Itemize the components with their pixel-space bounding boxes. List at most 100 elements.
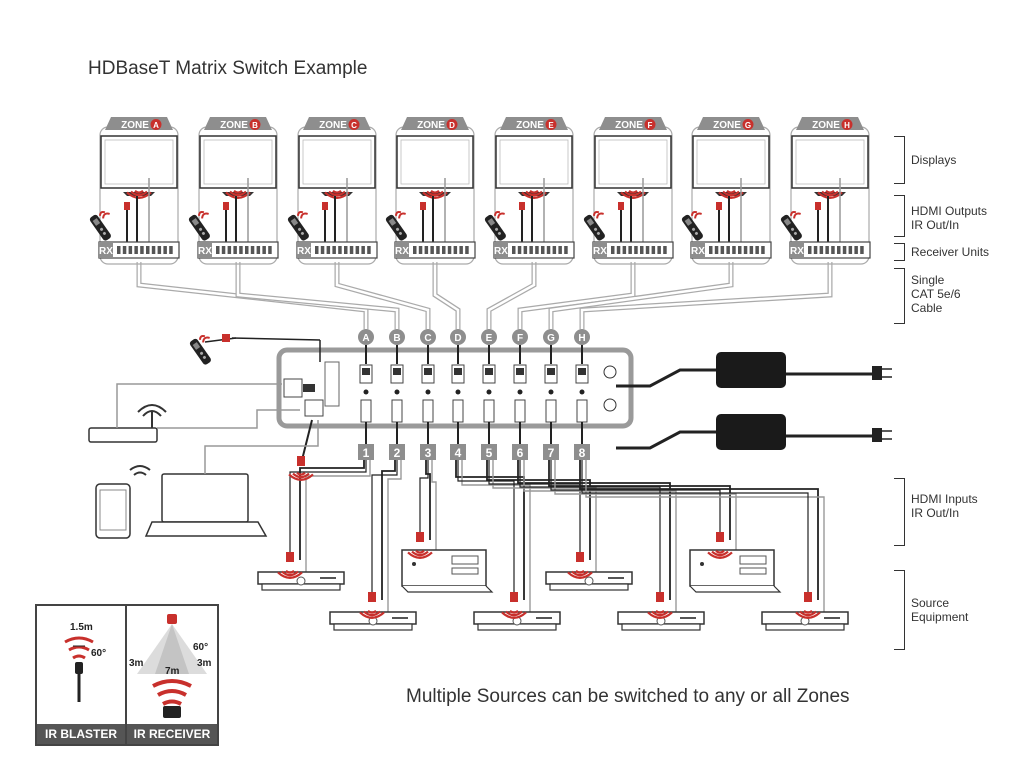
remote-icon [385,210,407,241]
hdmi-input-cable [517,460,671,600]
ir-plug [322,202,328,210]
zone-letter: G [745,121,751,130]
receiver-tag: RX [297,246,311,257]
input-number: 1 [363,446,370,460]
input-number: 3 [425,446,432,460]
ir-emitter [716,532,724,542]
zone-label: ZONE [121,120,149,131]
source-ir-icon [501,609,527,619]
receiver-units-bracket [894,243,905,261]
ir-emitter [576,552,584,562]
output-badge-h [574,329,590,345]
input-badge-7 [543,444,559,460]
hdmi-input-cable [455,460,525,600]
zone-c: ZONE C RX [287,117,378,265]
remote-icon [89,210,111,241]
ir-emitter [510,592,518,602]
ir-plug [420,202,426,210]
ir-input-cable [585,460,825,612]
remote-icon [484,210,506,241]
input-number: 5 [486,446,493,460]
ir-jack [363,389,369,395]
hdmi-outputs-label: HDMI Outputs IR Out/In [911,204,987,232]
input-number: 6 [517,446,524,460]
source-device-7 [689,532,782,593]
receiver-tag: RX [494,246,508,257]
cat-cable [517,262,636,329]
hdmi-input-port [422,399,434,423]
output-badge-a [358,329,374,345]
receiver-angle-label: 60° [193,642,209,653]
output-letter: H [578,333,585,344]
remote-icon [583,210,605,241]
cat-cable [334,262,431,329]
hdmi-input-cable [579,460,819,600]
displays-bracket [894,136,905,184]
ir-plug [223,202,229,210]
zone-letter: C [351,121,357,130]
output-letter: E [486,333,493,344]
power-adapter [716,352,786,388]
zone-letter-badge [841,119,853,130]
cable-label: Single CAT 5e/6 Cable [911,273,961,315]
output-letter: B [393,333,400,344]
source-device-2 [329,592,417,631]
output-badge-f [512,329,528,345]
zone-letter: F [648,121,653,130]
ir-jack [517,389,523,395]
hdmi-inputs-line1: HDMI Inputs [911,492,978,506]
receiver-tag: RX [198,246,212,257]
remote-icon [287,210,309,241]
ir-input-cable [554,460,737,550]
cable-bracket [894,268,905,324]
display-ir-icon [620,189,646,199]
display-ir-icon [324,189,350,199]
input-number: 8 [579,446,586,460]
network-router [88,427,158,443]
output-badge-d [450,329,466,345]
laptop-device [161,473,249,523]
source-equipment-line1: Source [911,596,950,610]
input-badge-2 [389,444,405,460]
source-device-6 [617,592,705,631]
input-number: 4 [455,446,462,460]
output-badge-b [389,329,405,345]
power-jack [603,398,617,412]
input-badge-4 [450,444,466,460]
display-ir-icon [521,189,547,199]
zone-letter: B [252,121,258,130]
ir-emitter [656,592,664,602]
hdmi-input-port [514,399,526,423]
cable-line2: CAT 5e/6 [911,287,961,301]
input-number: 2 [394,446,401,460]
receiver-tag: RX [99,246,113,257]
zone-letter-badge [348,119,360,130]
hdmi-input-port [576,399,588,423]
ir-jack [548,389,554,395]
zone-label: ZONE [812,120,840,131]
displays-label: Displays [911,153,957,167]
cat-cable [548,262,734,329]
ir-plug [618,202,624,210]
source-ir-icon [407,549,433,559]
ir-plug [815,202,821,210]
remote-icon [681,210,703,241]
hdmi-inputs-label: HDMI Inputs IR Out/In [911,492,978,520]
ir-input-cable [305,460,371,572]
ir-receiver-illustration [137,614,207,718]
source-device-4 [473,592,561,631]
hdmi-input-cable [299,460,365,560]
source-device-8 [761,592,849,631]
input-number: 7 [548,446,555,460]
cable-line1: Single [911,273,945,287]
zone-label: ZONE [319,120,347,131]
output-badge-c [420,329,436,345]
tagline: Multiple Sources can be switched to any … [406,686,850,707]
ir-plug [716,202,722,210]
zone-letter: A [153,121,159,130]
zone-letter: H [844,121,850,130]
ir-emitter [416,532,424,542]
